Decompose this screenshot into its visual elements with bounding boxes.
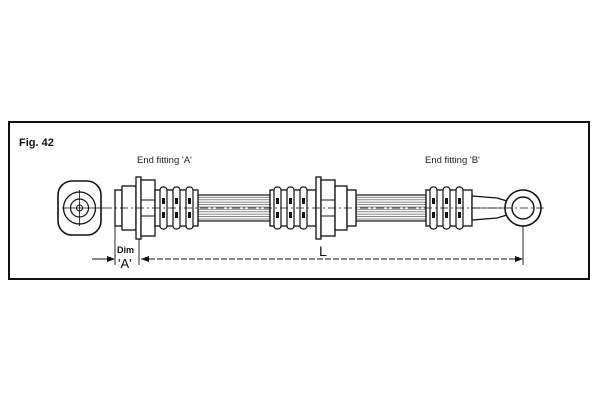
- figure-label: Fig. 42: [19, 137, 54, 149]
- figure-frame: [8, 121, 590, 280]
- length-label: L: [319, 243, 327, 259]
- dimension-lines: [92, 226, 524, 265]
- dim-label: Dim: [117, 245, 135, 255]
- end-fitting-b-caption: End fitting 'B': [425, 155, 480, 166]
- end-fitting-a-caption: End fitting 'A': [137, 155, 192, 166]
- dim-value: 'A': [118, 256, 132, 271]
- end-view: [57, 180, 104, 236]
